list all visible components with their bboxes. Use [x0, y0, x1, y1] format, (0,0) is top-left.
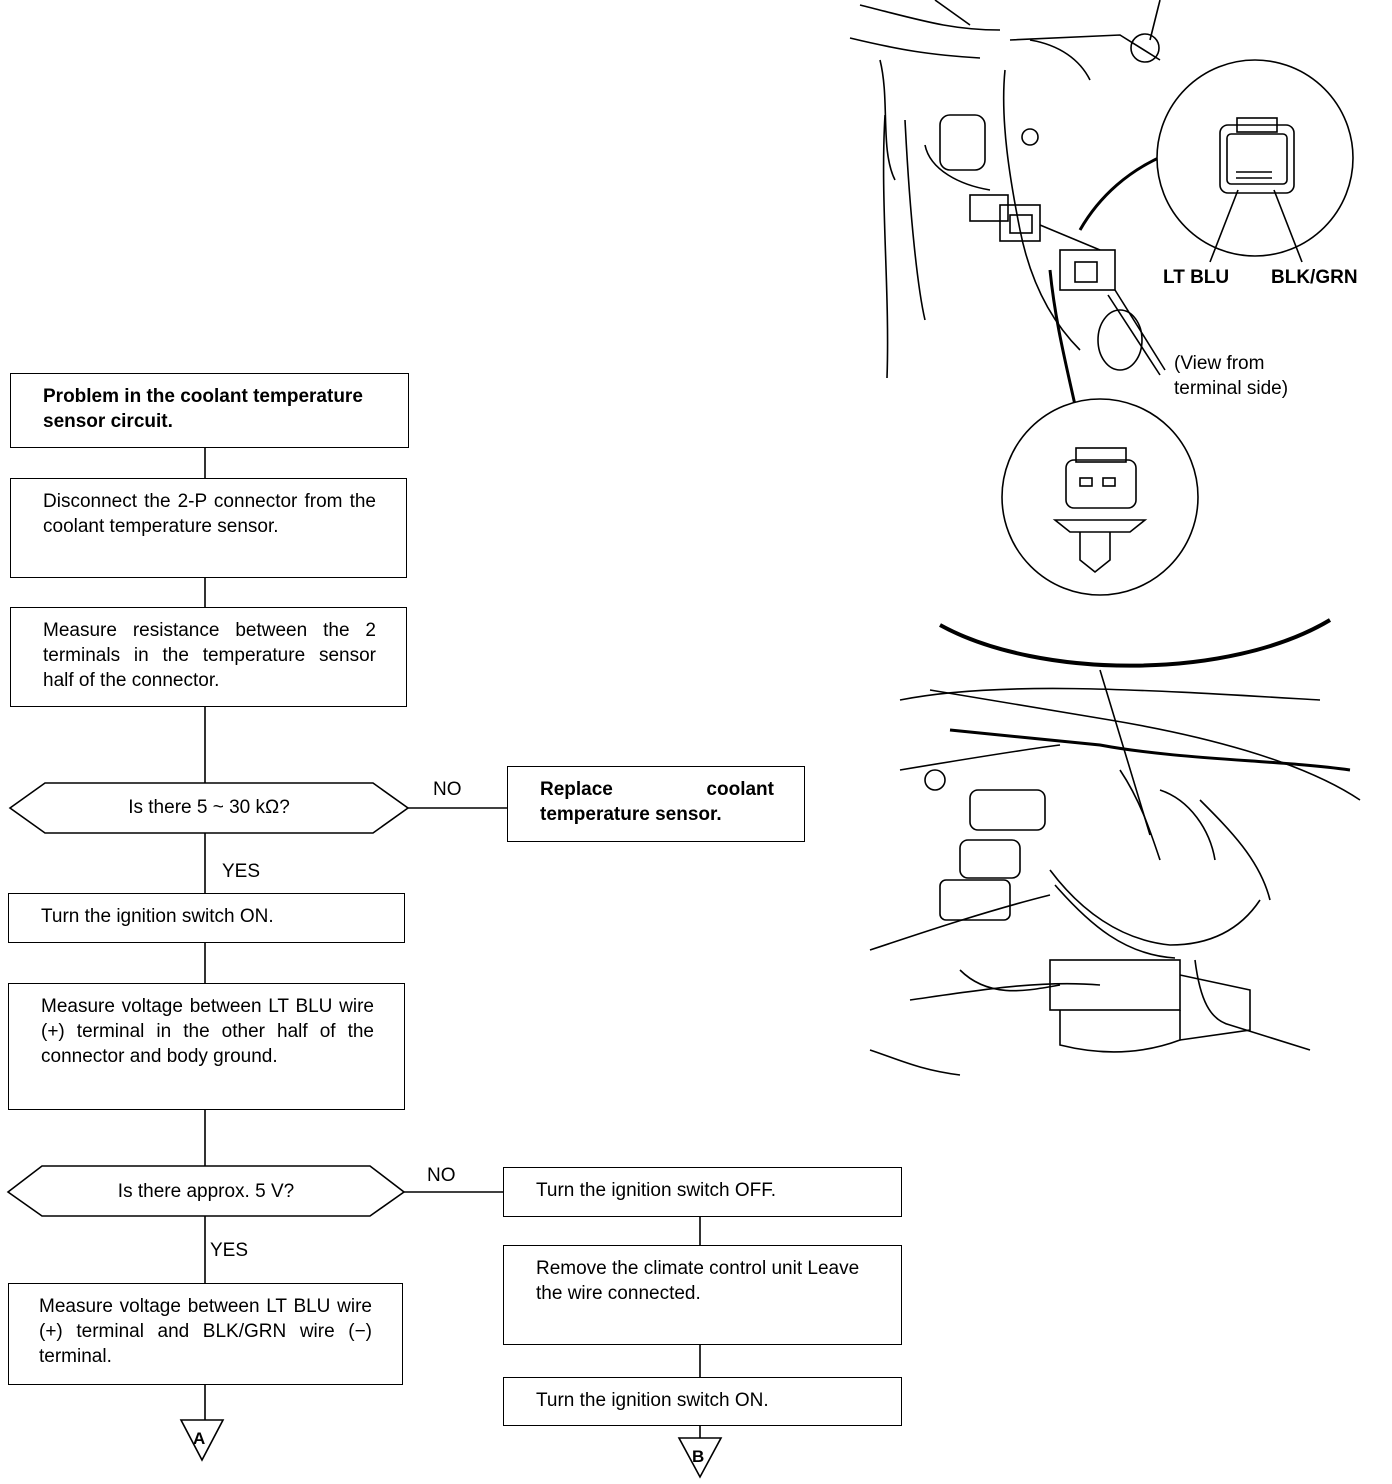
decision2-no-label: NO — [427, 1165, 456, 1186]
replace-sensor-box: Replace coolant temperature sensor. — [507, 766, 805, 842]
step-measure-voltage-2-box: Measure voltage between LT BLU wire (+) … — [8, 1283, 403, 1385]
step-disconnect-text: Disconnect the 2-P connector from the co… — [43, 491, 376, 537]
step-measure-voltage-box: Measure voltage between LT BLU wire (+) … — [8, 983, 405, 1110]
blk-grn-label: BLK/GRN — [1271, 267, 1358, 288]
decision2-yes-label: YES — [210, 1240, 249, 1261]
connector-a-shape — [179, 1419, 225, 1462]
decision1-no-label: NO — [433, 779, 462, 800]
step-disconnect-box: Disconnect the 2-P connector from the co… — [10, 478, 407, 578]
step-measure-resistance-text: Measure resistance between the 2 termina… — [43, 620, 376, 691]
connector-a-label: A — [193, 1429, 206, 1448]
connector-b-shape — [677, 1437, 723, 1479]
step-measure-resistance-box: Measure resistance between the 2 termina… — [10, 607, 407, 707]
step-problem-text: Problem in the coolant temperature senso… — [43, 386, 363, 432]
step-measure-voltage-2-text: Measure voltage between LT BLU wire (+) … — [39, 1296, 372, 1367]
step-ignition-on-text: Turn the ignition switch ON. — [41, 906, 274, 927]
lt-blu-label: LT BLU — [1163, 267, 1230, 288]
no-ignition-off-box: Turn the ignition switch OFF. — [503, 1167, 902, 1217]
decision-voltage-text: Is there approx. 5 V? — [117, 1181, 295, 1202]
view-from-terminal-label: (View from terminal side) — [1174, 353, 1289, 399]
remove-climate-unit-box: Remove the climate control unit Leave th… — [503, 1245, 902, 1345]
decision1-shape — [8, 782, 410, 834]
decision-resistance-text: Is there 5 ~ 30 kΩ? — [128, 797, 290, 818]
remove-climate-unit-text: Remove the climate control unit Leave th… — [536, 1258, 860, 1304]
dashboard-illustration — [869, 618, 1361, 1076]
step-ignition-on-box: Turn the ignition switch ON. — [8, 893, 405, 943]
no-ignition-off-text: Turn the ignition switch OFF. — [536, 1180, 777, 1201]
step-measure-voltage-text: Measure voltage between LT BLU wire (+) … — [41, 996, 374, 1067]
replace-sensor-text: Replace coolant temperature sensor. — [540, 779, 774, 825]
no-ignition-on-box: Turn the ignition switch ON. — [503, 1377, 902, 1426]
decision2-shape — [6, 1165, 406, 1217]
step-problem-box: Problem in the coolant temperature senso… — [10, 373, 409, 448]
connector-b-label: B — [692, 1447, 705, 1466]
sensor-illustration — [849, 0, 1354, 596]
decision1-yes-label: YES — [222, 861, 261, 882]
no-ignition-on-text: Turn the ignition switch ON. — [536, 1390, 769, 1411]
